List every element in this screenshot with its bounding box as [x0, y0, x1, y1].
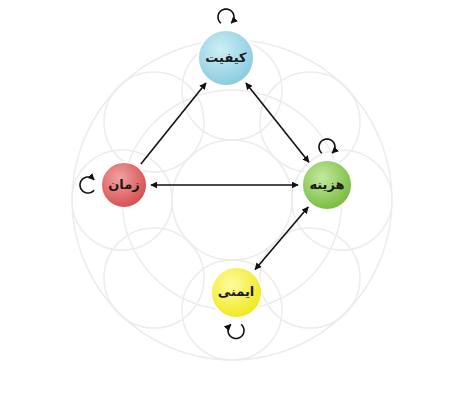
circle-node: ایمنی	[210, 266, 263, 319]
circle-fill	[211, 267, 262, 318]
self-loop-arrow	[319, 139, 335, 153]
node-label: ایمنی	[218, 285, 255, 299]
self-loop-arrow	[228, 324, 244, 338]
circle-fill	[302, 160, 352, 210]
connector-arrow	[141, 83, 206, 164]
node-label: زمان	[108, 178, 140, 192]
self-loop-arrow	[80, 177, 94, 193]
connector-arrow	[246, 83, 309, 162]
node-label: هزینه	[309, 178, 344, 192]
circle-node: زمان	[100, 161, 148, 209]
node-label: کیفیت	[205, 51, 246, 65]
circle-fill	[101, 162, 147, 208]
connector-arrow	[151, 184, 298, 186]
circle-node: هزینه	[301, 159, 353, 211]
self-loop-arrow	[218, 9, 234, 23]
circle-node: کیفیت	[197, 29, 255, 87]
connector-arrow	[255, 207, 308, 269]
circle-fill	[198, 30, 254, 86]
